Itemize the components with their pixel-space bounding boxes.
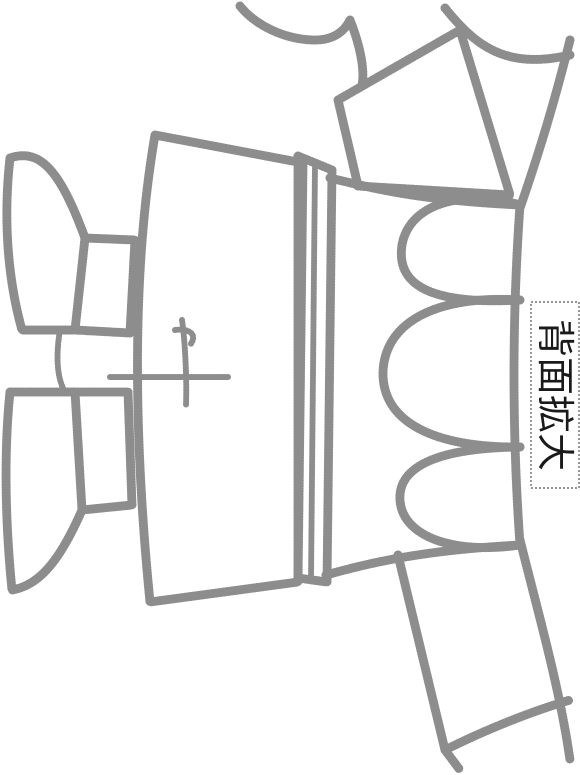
main-body-box (133, 130, 308, 607)
top-curl-outline (235, 1, 355, 45)
left-top-wing (2, 151, 90, 335)
upper-tab-panel (333, 25, 515, 200)
top-curl-outline-2 (345, 15, 368, 90)
scallop-2 (378, 294, 525, 452)
right-strap-upper (515, 35, 575, 213)
label-text: 背面拡大 (533, 319, 577, 471)
label-box (530, 301, 580, 489)
rotated-label: 背面拡大 (530, 301, 580, 489)
center-post-cap (172, 326, 197, 348)
scallop-1 (396, 194, 525, 306)
body-band-inner (308, 162, 318, 583)
left-pivot-line (54, 327, 68, 395)
scallop-3 (395, 442, 525, 553)
left-bottom-wing-joint (70, 387, 137, 515)
lower-right-panel-tip (440, 745, 465, 775)
top-right-flap (440, 3, 575, 64)
scallop-frame-right (509, 200, 525, 550)
left-bottom-wing (1, 387, 87, 595)
right-strap-lower (515, 535, 575, 765)
center-post-vertical (179, 317, 190, 408)
body-band-outer (293, 151, 337, 587)
left-top-wing-joint (70, 233, 140, 338)
